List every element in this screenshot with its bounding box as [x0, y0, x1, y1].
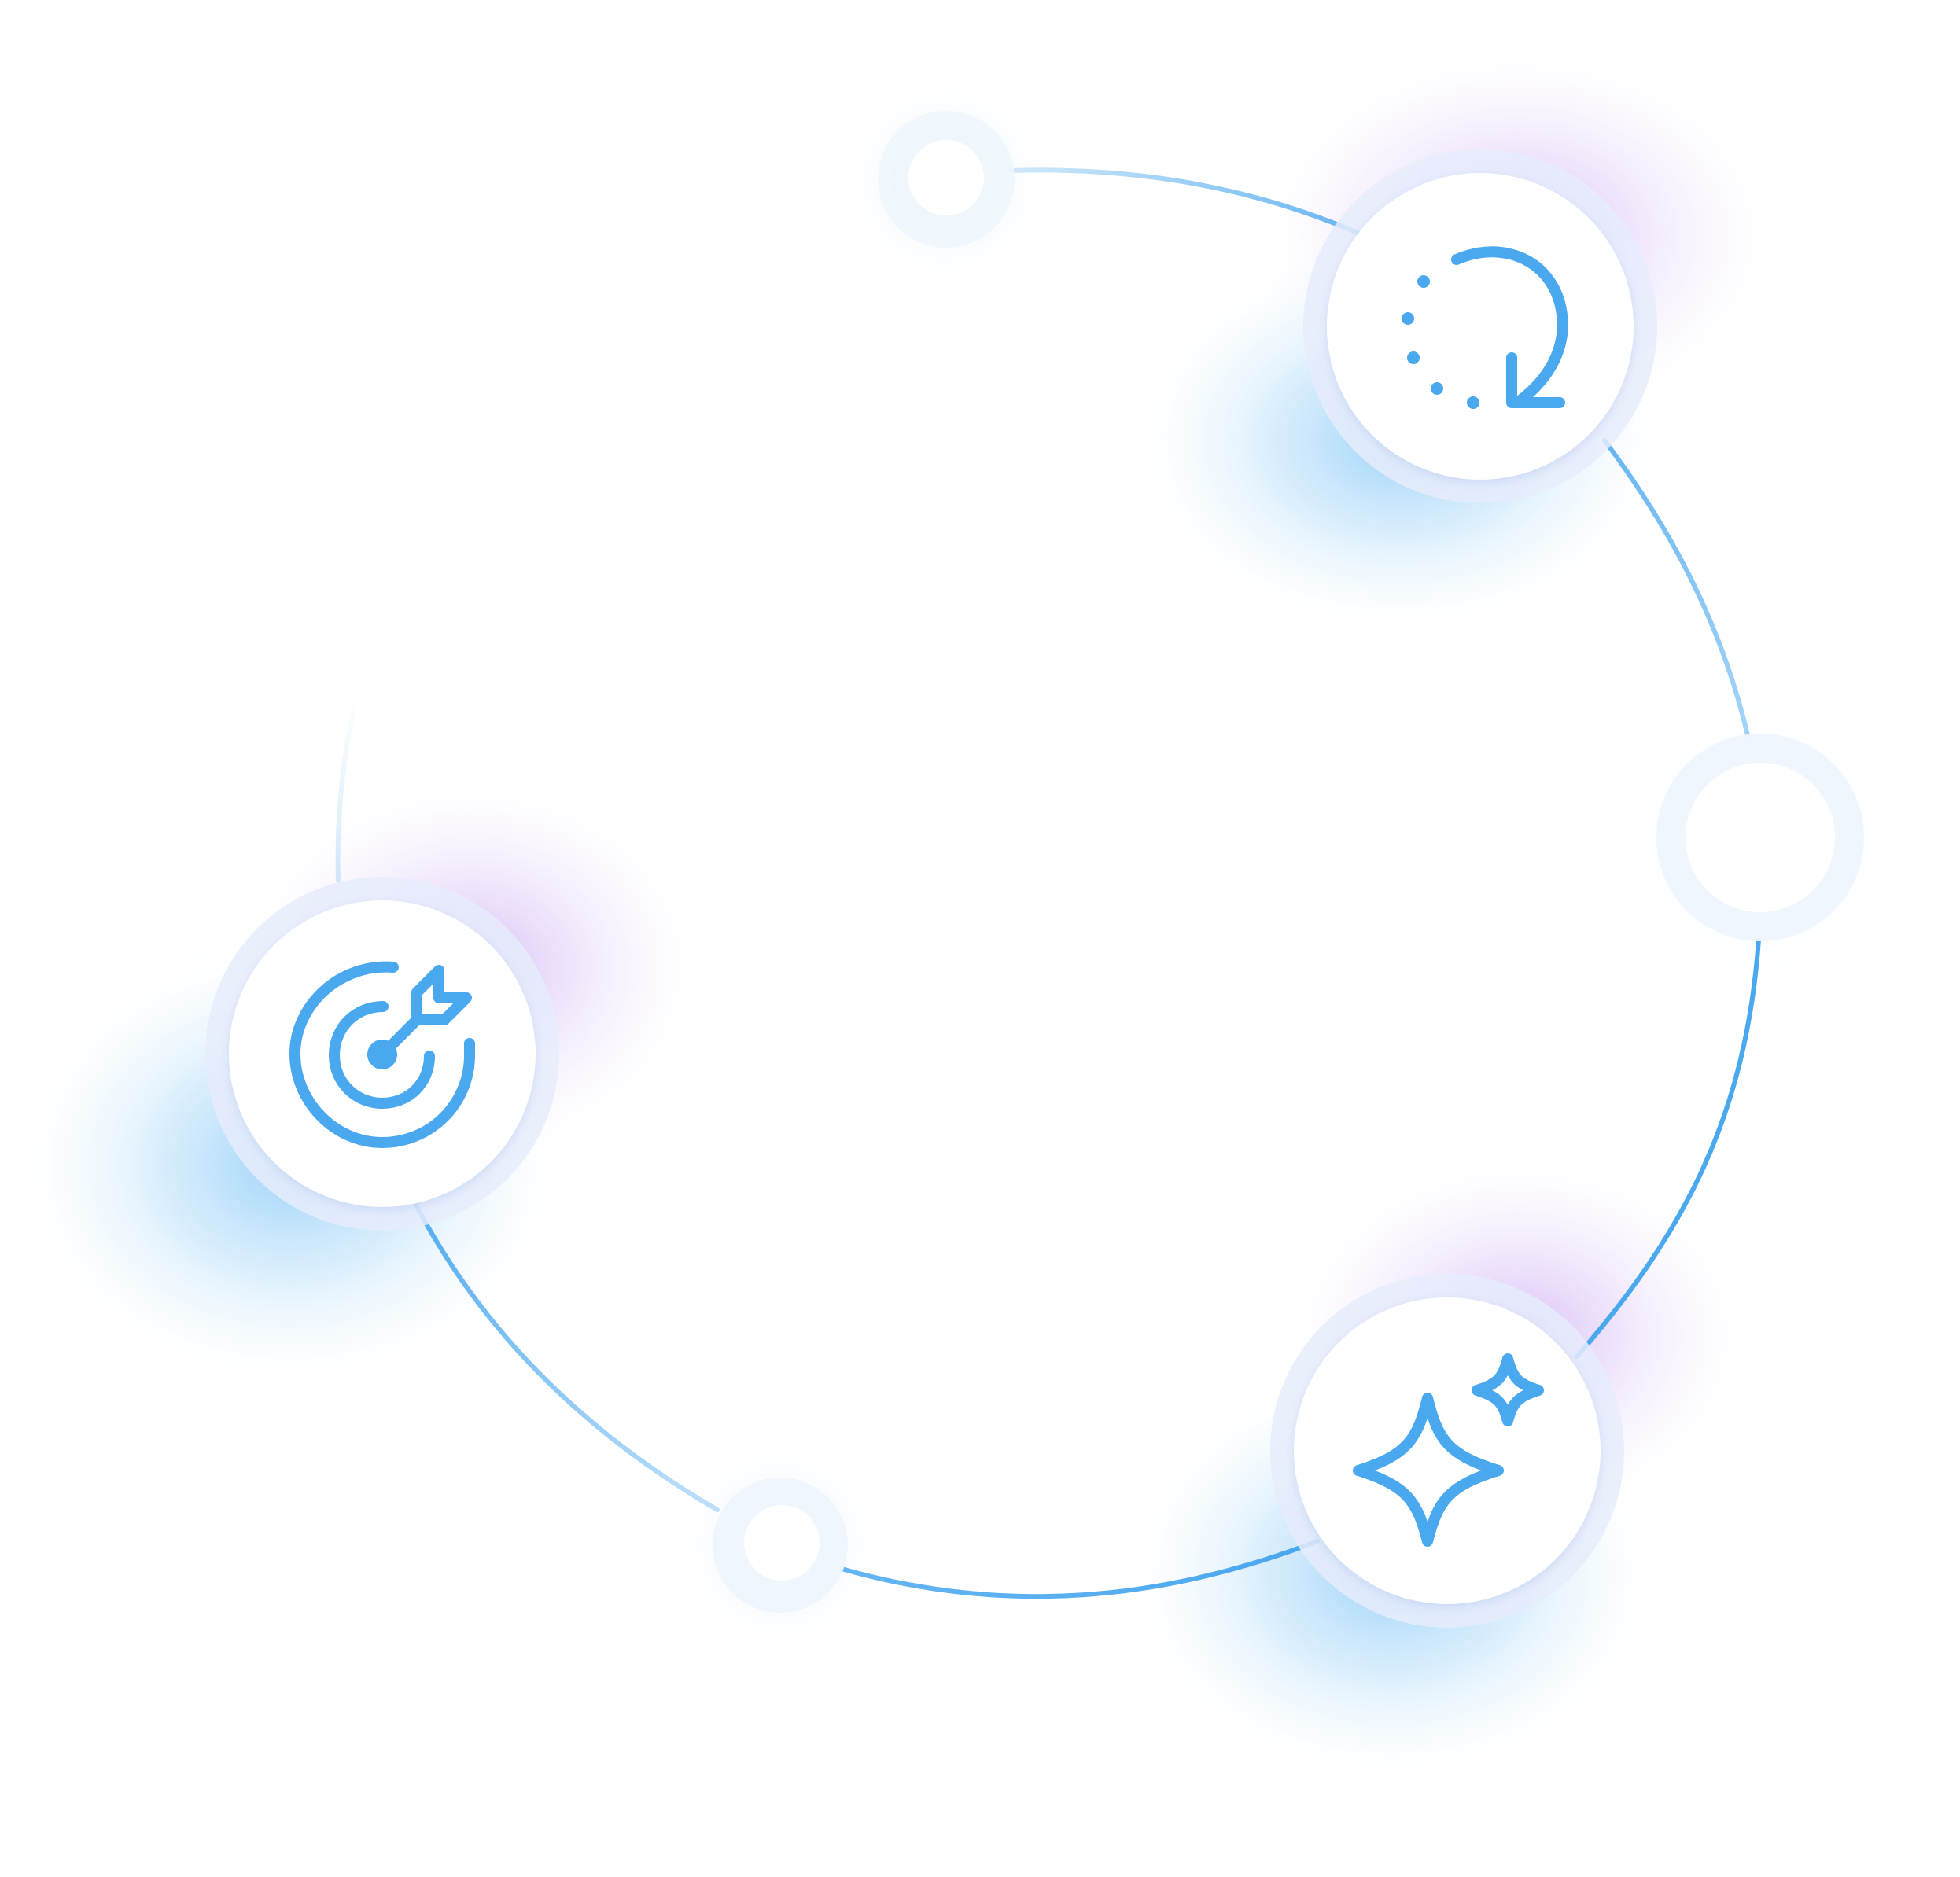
cycle-ring: [335, 167, 1761, 1599]
ring-segment-right: [1602, 438, 1750, 738]
node-sparkles: [1270, 1274, 1624, 1628]
node-right-small: [1656, 734, 1864, 941]
node-top-small: [878, 111, 1015, 248]
sparkles-icon: [1353, 1353, 1544, 1547]
node-bottom-small: [713, 1478, 848, 1613]
ring-segment-lower-left: [411, 1197, 720, 1512]
node-refresh: [1303, 149, 1657, 503]
ring-segment-top: [1008, 167, 1367, 238]
refresh-icon: [1402, 246, 1568, 409]
node-target: [205, 877, 559, 1231]
ring-segment-faint-left: [335, 690, 360, 883]
ring-segment-lower-right: [1575, 937, 1761, 1359]
target-icon: [289, 961, 475, 1148]
ring-segment-bottom: [839, 1539, 1320, 1599]
